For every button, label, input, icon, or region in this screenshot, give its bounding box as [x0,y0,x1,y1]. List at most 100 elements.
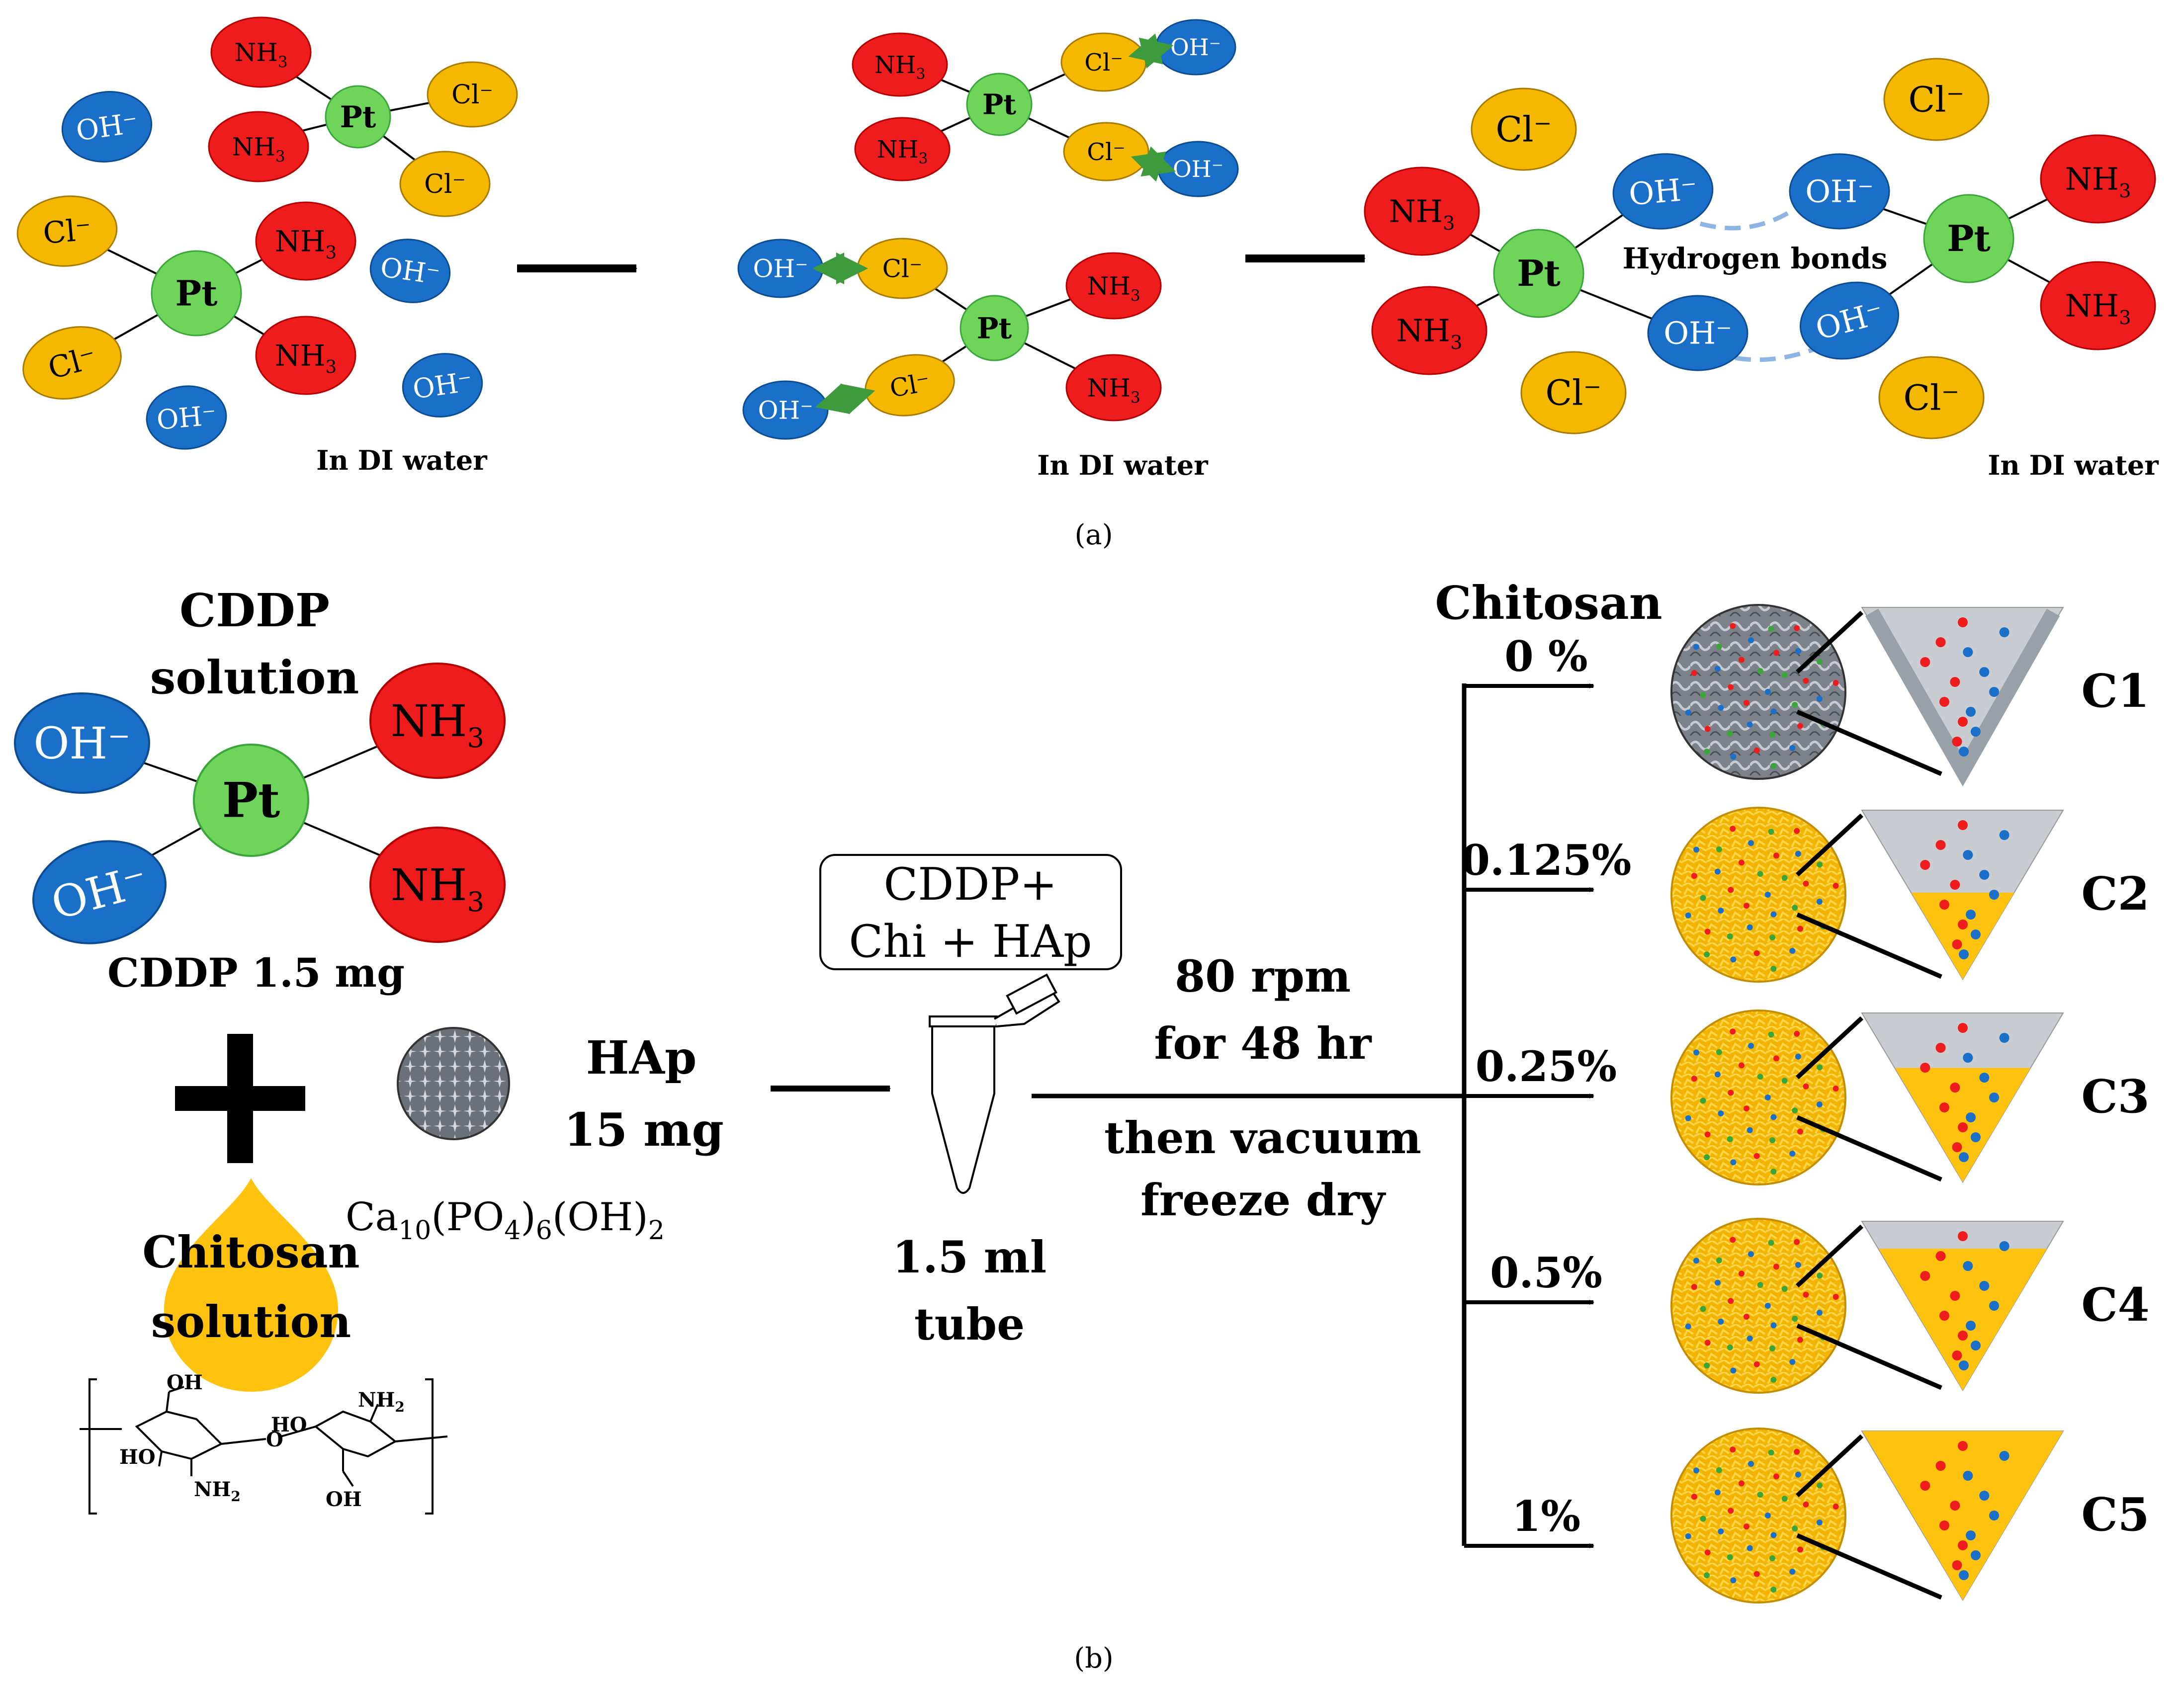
svg-text:Cl⁻: Cl⁻ [42,212,93,251]
nh3-ligand: NH3 [1364,167,1480,256]
svg-text:Pt: Pt [222,772,280,829]
pt-center: Pt [325,85,391,149]
svg-text:NH3: NH3 [2065,288,2131,330]
cl-ligand: Cl⁻ [16,195,118,267]
nh3-ligand: NH3 [1371,286,1487,375]
chitosan-percent: 0.5% [1490,1248,1602,1297]
cl-ligand: Cl⁻ [1063,122,1149,181]
cl-ligand: Cl⁻ [399,151,491,217]
cl-ligand: Cl⁻ [865,354,955,417]
pt-center: Pt [193,744,309,857]
zoom-line [1795,1224,1864,1288]
svg-text:NH2: NH2 [194,1478,241,1505]
process-line2: for 48 hr [1154,1017,1373,1069]
nh3-ligand: NH3 [854,117,951,181]
sample-label: C2 [2081,867,2149,921]
svg-text:NH3: NH3 [877,136,928,168]
svg-text:Cl⁻: Cl⁻ [1087,138,1125,166]
svg-text:OH⁻: OH⁻ [1627,170,1698,213]
nh3-ligand: NH3 [852,32,948,97]
sample-list: 0 %C10.125%C20.25%C30.5%C41%C5 [1461,604,2150,1603]
sample-label: C1 [2081,664,2149,718]
chitosan-solution-line1: Chitosan [142,1226,359,1278]
zoom-line [1796,709,1942,776]
chitosan-percent: 0.125% [1461,836,1632,885]
sample-label: C3 [2081,1070,2149,1123]
tube-box-line1: CDDP+ [883,858,1057,911]
chitosan-percent: 1% [1512,1492,1580,1541]
medium-label-3: In DI water [1988,449,2159,481]
svg-text:OH⁻: OH⁻ [33,718,130,769]
magnified-pore-wedge [1861,1221,2064,1391]
oh-ion: OH⁻ [1647,295,1748,371]
svg-text:OH⁻: OH⁻ [1173,156,1223,182]
panel-a: PtNH3NH3Cl⁻Cl⁻OH⁻PtCl⁻Cl⁻NH3NH3OH⁻OH⁻OH⁻… [16,16,2159,551]
hap-amount: 15 mg [564,1103,724,1157]
zoom-line [1796,1115,1942,1182]
cddp-amount: CDDP 1.5 mg [107,949,405,996]
svg-text:HO: HO [119,1445,156,1469]
oh-ion: OH⁻ [737,239,824,298]
pt-center: Pt [966,73,1033,136]
svg-text:HO: HO [271,1413,307,1436]
svg-text:OH⁻: OH⁻ [1805,173,1874,210]
zoom-line [1795,1434,1864,1498]
process-line1: 80 rpm [1175,950,1351,1002]
tube-label-line1: 1.5 ml [892,1231,1047,1283]
hydrogen-bonds-label: Hydrogen bonds [1623,242,1888,275]
tube-contents-box [819,854,1122,970]
nh3-ligand: NH3 [1065,252,1162,320]
hydrogen-bond-dash [1699,202,1804,231]
cddp-title-line1: CDDP [179,584,330,637]
sample-particle [1670,1218,1846,1394]
svg-text:NH3: NH3 [1389,193,1455,235]
cl-counter-ion: Cl⁻ [1520,351,1627,434]
oh-ion: OH⁻ [402,353,483,418]
cddp-title-line2: solution [150,651,359,704]
sample-particle [1670,604,1846,780]
cl-ligand: Cl⁻ [427,61,518,128]
svg-text:NH3: NH3 [232,133,285,166]
magnified-pore-wedge [1861,607,2064,787]
svg-text:NH3: NH3 [2065,161,2131,203]
plus-icon [175,1034,305,1163]
magnified-pore-wedge [1861,1431,2064,1601]
panel-b-caption: (b) [1074,1642,1114,1675]
sample-particle [1670,807,1846,983]
svg-text:OH⁻: OH⁻ [758,396,813,425]
zoom-line [1796,1323,1942,1390]
oh-ligand: OH⁻ [32,840,167,944]
svg-text:OH⁻: OH⁻ [753,254,808,283]
svg-text:O: O [266,1428,283,1451]
oh-ion: OH⁻ [1612,153,1714,230]
svg-text:NH3: NH3 [874,51,926,83]
chitosan-percent: 0 % [1504,632,1588,681]
cl-counter-ion: Cl⁻ [1471,87,1577,171]
svg-text:Cl⁻: Cl⁻ [1909,80,1965,120]
svg-text:Pt: Pt [1947,217,1990,259]
branch-arrows [1464,683,1594,1548]
panel-a-caption: (a) [1074,519,1113,551]
svg-text:Pt: Pt [1517,252,1560,294]
svg-text:Cl⁻: Cl⁻ [424,169,466,199]
hap-label: HAp [586,1031,697,1085]
hap-formula: Ca10(PO4)6(OH)2 [346,1195,665,1246]
nh3-ligand: NH3 [255,316,356,395]
svg-text:NH2: NH2 [358,1388,405,1415]
cl-ligand: Cl⁻ [22,326,122,400]
svg-text:Cl⁻: Cl⁻ [1904,378,1960,419]
exchange-arrow-icon [1128,33,1174,69]
svg-text:OH: OH [326,1488,362,1511]
chitosan-structure [80,1378,448,1515]
oh-ion: OH⁻ [146,385,227,450]
nh3-ligand: NH3 [369,663,506,779]
zoom-line [1795,1016,1864,1080]
svg-text:OH⁻: OH⁻ [156,400,218,436]
sample-label: C4 [2081,1278,2149,1332]
chitosan-solution-line2: solution [151,1296,351,1348]
